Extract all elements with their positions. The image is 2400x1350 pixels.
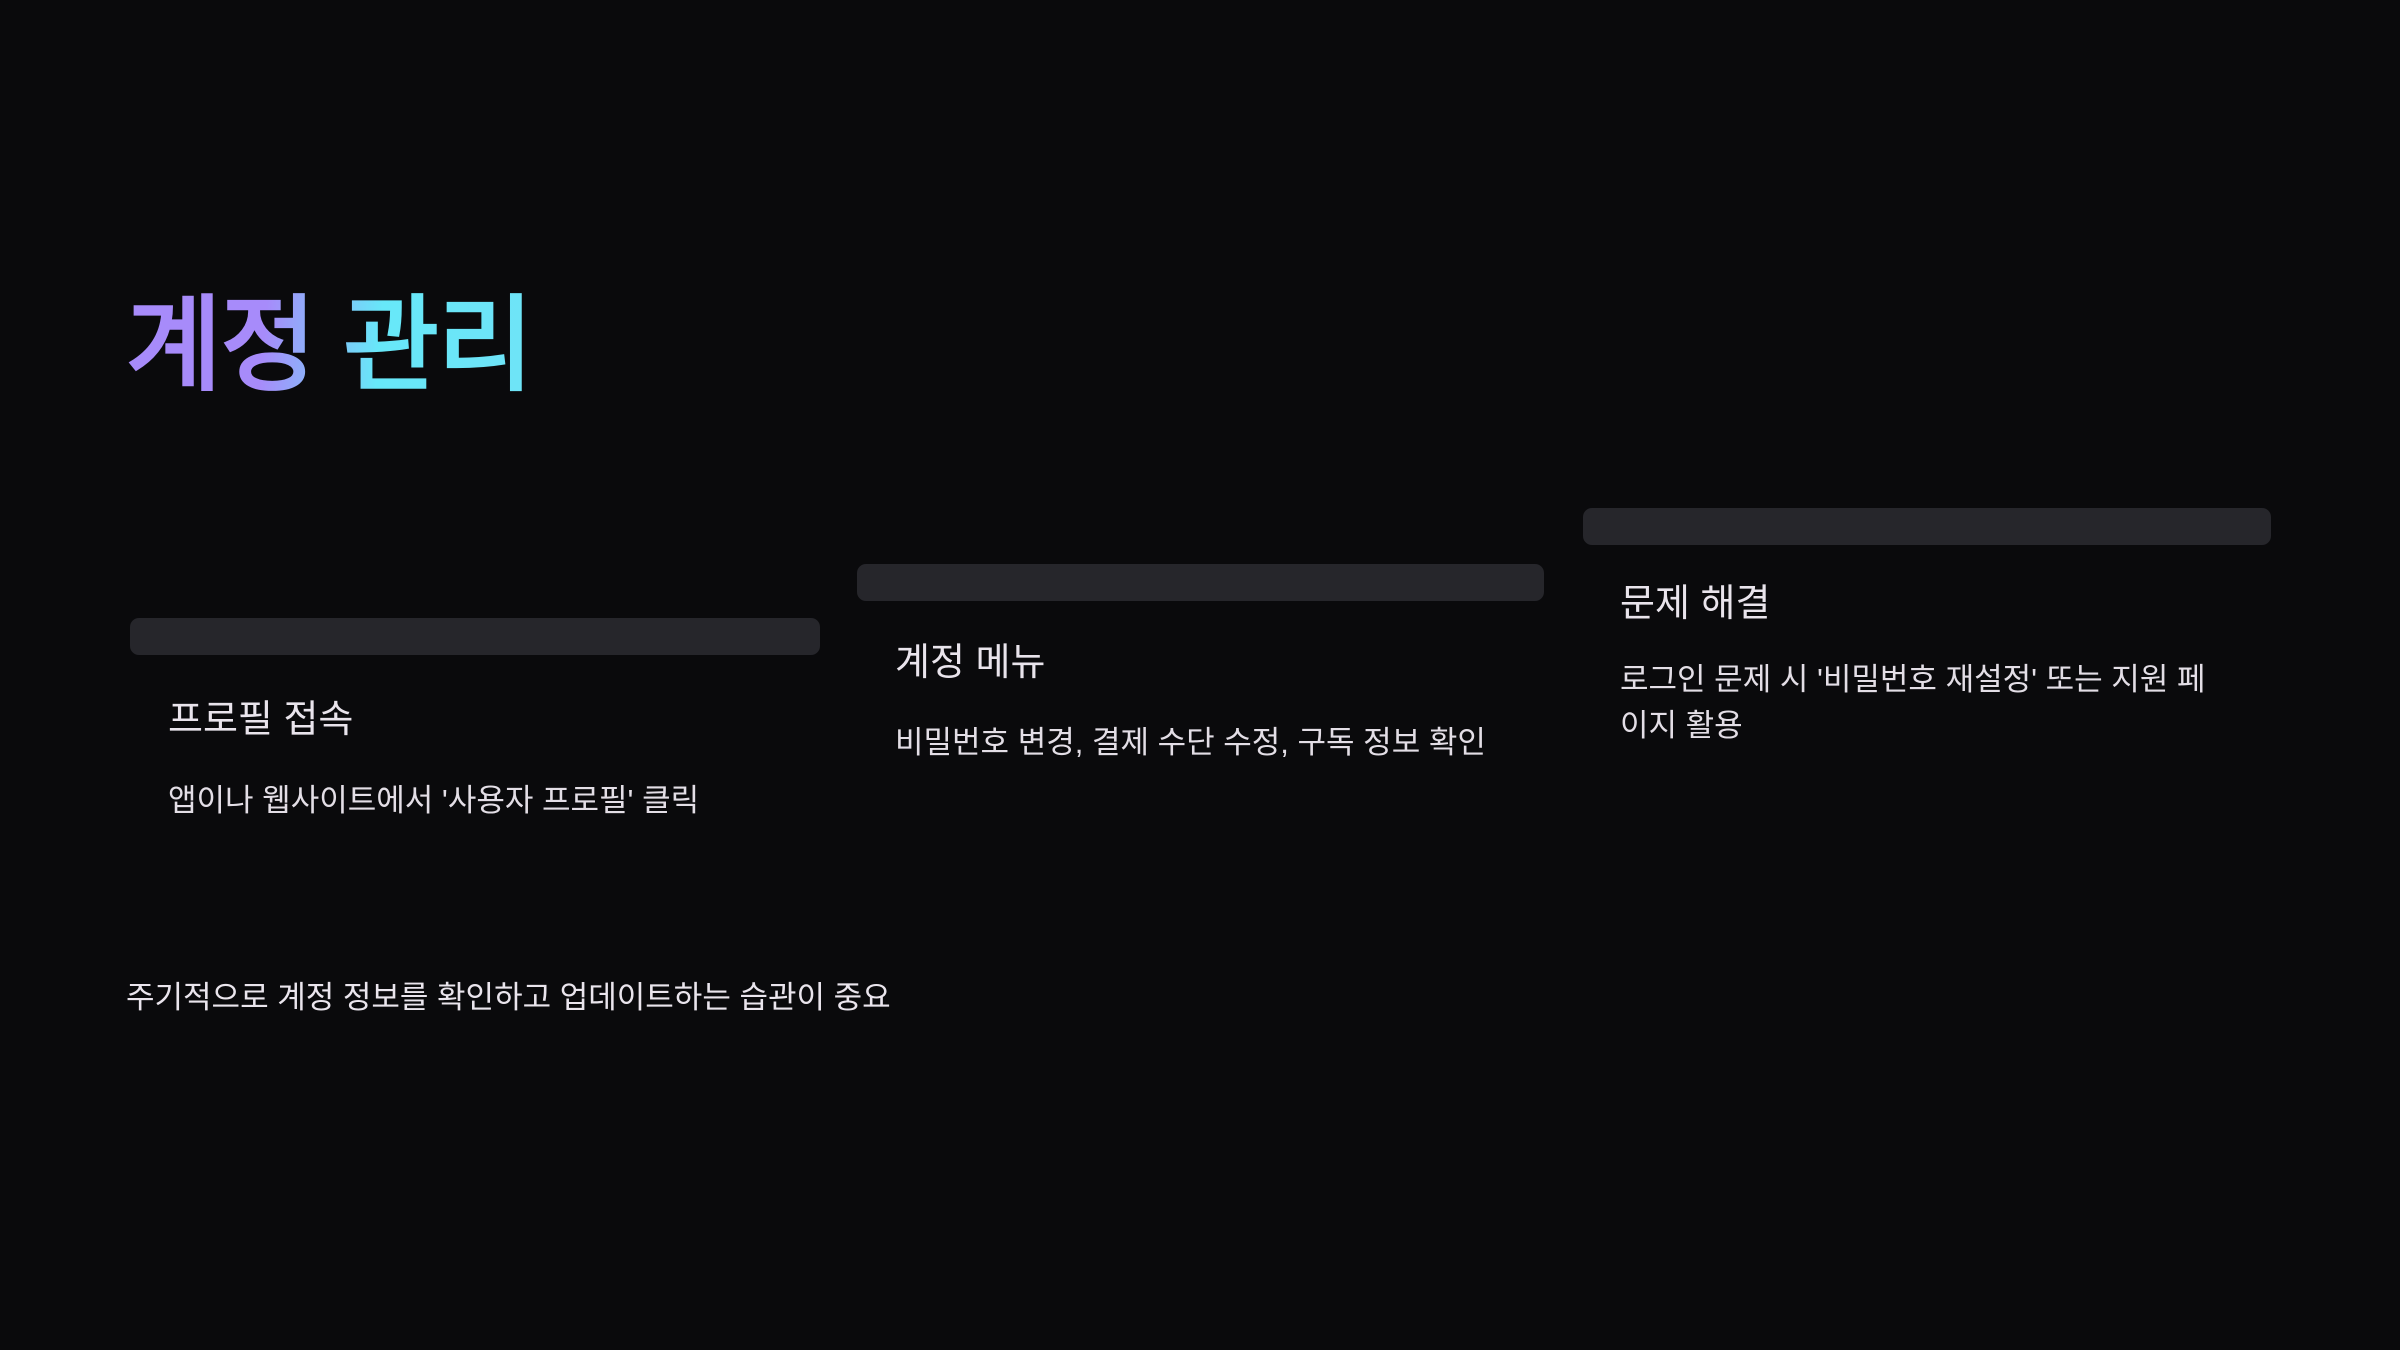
footer-note: 주기적으로 계정 정보를 확인하고 업데이트하는 습관이 중요 <box>126 980 891 1015</box>
card-description: 비밀번호 변경, 결제 수단 수정, 구독 정보 확인 <box>895 725 1486 761</box>
image-placeholder-bar <box>857 564 1544 601</box>
card-body: 계정 메뉴 비밀번호 변경, 결제 수단 수정, 구독 정보 확인 <box>857 639 1544 766</box>
image-placeholder-bar <box>1583 508 2271 545</box>
card-troubleshooting: 문제 해결 로그인 문제 시 '비밀번호 재설정' 또는 지원 페이지 활용 <box>1583 508 2271 749</box>
card-heading: 문제 해결 <box>1620 583 1771 625</box>
card-heading: 프로필 접속 <box>168 699 354 741</box>
card-description: 로그인 문제 시 '비밀번호 재설정' 또는 지원 페이지 활용 <box>1620 662 2206 744</box>
card-body: 문제 해결 로그인 문제 시 '비밀번호 재설정' 또는 지원 페이지 활용 <box>1583 580 2271 749</box>
card-description: 앱이나 웹사이트에서 '사용자 프로필' 클릭 <box>168 783 700 819</box>
card-heading: 계정 메뉴 <box>895 642 1046 684</box>
page-title: 계정 관리 <box>126 288 534 404</box>
card-profile-access: 프로필 접속 앱이나 웹사이트에서 '사용자 프로필' 클릭 <box>130 618 820 824</box>
card-body: 프로필 접속 앱이나 웹사이트에서 '사용자 프로필' 클릭 <box>130 696 820 824</box>
image-placeholder-bar <box>130 618 820 655</box>
card-account-menu: 계정 메뉴 비밀번호 변경, 결제 수단 수정, 구독 정보 확인 <box>857 564 1544 766</box>
